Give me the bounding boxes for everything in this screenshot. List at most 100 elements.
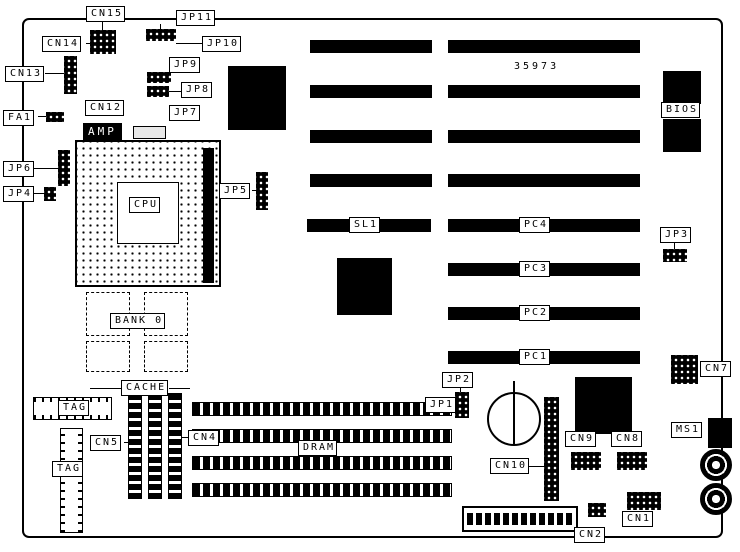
label-pc4: PC4 <box>519 217 551 233</box>
label-cn13: CN13 <box>5 66 45 82</box>
connector-line <box>674 243 675 249</box>
connector-line <box>169 388 190 389</box>
label-jp7: JP7 <box>169 105 201 121</box>
label-cn5: CN5 <box>90 435 122 451</box>
io-controller-chip <box>575 377 632 434</box>
label-sl1: SL1 <box>349 217 381 233</box>
label-cn2: CN2 <box>574 527 606 543</box>
pin-header-fa1 <box>46 112 64 122</box>
simm-slot-1 <box>192 402 452 416</box>
pin-header-cn8 <box>617 452 647 470</box>
connector-line <box>102 22 103 30</box>
pin-header-cn15 <box>90 30 116 54</box>
isa-slot-row3-right <box>448 130 640 143</box>
pin-header-jp2-jp1 <box>455 392 469 418</box>
amp-block: AMP <box>83 123 122 140</box>
pin-header-cn7 <box>671 355 698 384</box>
label-pc2: PC2 <box>519 305 551 321</box>
isa-slot-row3-left <box>310 130 432 143</box>
isa-slot-row1-right <box>448 40 640 53</box>
connector-line <box>169 91 181 92</box>
power-connector-pins <box>467 513 573 525</box>
label-ms1: MS1 <box>671 422 703 438</box>
part-number: 35973 <box>514 61 560 72</box>
connector-line <box>252 190 256 191</box>
label-jp11: JP11 <box>176 10 216 26</box>
pin-header-cn13 <box>64 56 77 94</box>
pin-header-cn10 <box>544 397 559 501</box>
label-tag-bottom: TAG <box>52 461 84 477</box>
connector-line <box>182 437 188 438</box>
bank0-chip-4 <box>144 341 188 372</box>
pin-header-jp9 <box>147 72 171 83</box>
connector-line <box>38 116 46 117</box>
label-bios: BIOS <box>661 102 701 118</box>
label-jp2: JP2 <box>442 372 474 388</box>
label-cn4: CN4 <box>188 430 220 446</box>
pin-header-cn1 <box>627 492 661 510</box>
label-pc3: PC3 <box>519 261 551 277</box>
vertical-connector-cn5-a <box>128 393 142 499</box>
label-tag-top: TAG <box>58 400 90 416</box>
cpu-die <box>117 182 179 244</box>
connector-line <box>90 388 121 389</box>
label-pc1: PC1 <box>519 349 551 365</box>
pin-header-jp5 <box>256 172 268 210</box>
vertical-connector-cn5-b <box>148 393 162 499</box>
label-jp8: JP8 <box>181 82 213 98</box>
isa-slot-row4-right <box>448 174 640 187</box>
cpu-socket <box>75 140 221 287</box>
pin-header-jp3 <box>663 249 687 262</box>
label-cn9: CN9 <box>565 431 597 447</box>
label-jp4: JP4 <box>3 186 35 202</box>
pin-header-jp4 <box>44 187 56 201</box>
label-jp1: JP1 <box>425 397 457 413</box>
label-cn12: CN12 <box>85 100 125 116</box>
connector-line <box>33 168 58 169</box>
battery-stem-line <box>513 381 515 393</box>
tag-socket-vertical <box>60 428 83 533</box>
connector-line <box>86 43 90 44</box>
label-jp5: JP5 <box>219 183 251 199</box>
chipset-chip-top <box>228 66 286 130</box>
pin-header-jp11 <box>146 29 176 41</box>
label-fa1: FA1 <box>3 110 35 126</box>
simm-slot-4 <box>192 483 452 497</box>
label-cn7: CN7 <box>700 361 732 377</box>
simm-slot-3 <box>192 456 452 470</box>
connector-line <box>124 442 128 443</box>
label-cn14: CN14 <box>42 36 82 52</box>
label-bank0: BANK 0 <box>110 313 166 329</box>
bios-chip-top <box>663 71 701 104</box>
isa-slot-row1-left <box>310 40 432 53</box>
pin-header-jp8 <box>147 86 169 97</box>
isa-slot-row2-right <box>448 85 640 98</box>
connector-line <box>45 73 64 74</box>
label-cache: CACHE <box>121 380 169 396</box>
chipset-chip-middle <box>337 258 392 315</box>
bank0-chip-3 <box>86 341 130 372</box>
vertical-connector-cn4 <box>168 393 182 499</box>
connector-line <box>160 24 161 29</box>
label-jp3: JP3 <box>660 227 692 243</box>
label-cn10: CN10 <box>490 458 530 474</box>
connector-line <box>460 388 461 392</box>
din-connector-top <box>700 449 732 481</box>
label-jp10: JP10 <box>202 36 242 52</box>
din-connector-bottom <box>700 483 732 515</box>
isa-slot-row4-left <box>310 174 432 187</box>
label-cn15: CN15 <box>86 6 126 22</box>
pin-header-cn9 <box>571 452 601 470</box>
ms1-connector-block <box>708 418 732 448</box>
label-cn1: CN1 <box>622 511 654 527</box>
connector-line <box>33 193 44 194</box>
label-cpu: CPU <box>129 197 161 213</box>
pin-header-jp6 <box>58 150 70 186</box>
label-cn8: CN8 <box>611 431 643 447</box>
isa-slot-row2-left <box>310 85 432 98</box>
cpu-socket-lever-bar <box>203 148 214 283</box>
bios-chip-bottom <box>663 119 701 152</box>
battery-divider-line <box>513 394 515 444</box>
amp-aux-block <box>133 126 166 139</box>
